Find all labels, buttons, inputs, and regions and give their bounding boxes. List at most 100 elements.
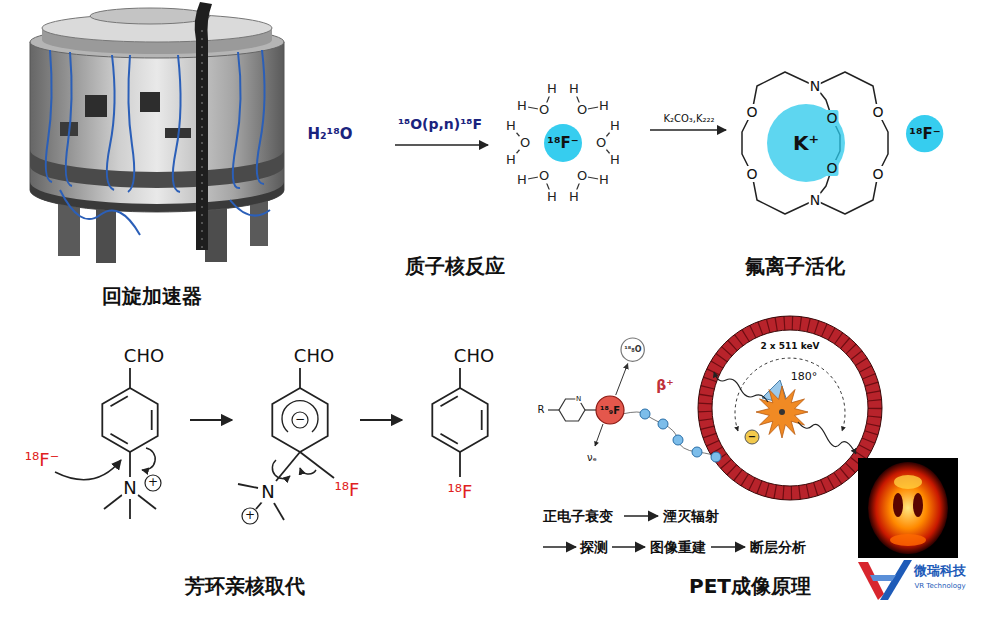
cable bbox=[257, 50, 265, 184]
node-text: ¹⁸F⁻ bbox=[909, 126, 940, 143]
reaction-arrow bbox=[395, 144, 488, 146]
ring bbox=[272, 388, 327, 452]
methyl bbox=[138, 495, 156, 509]
caption: 回旋加速器 bbox=[101, 285, 203, 308]
curved-arrow bbox=[300, 468, 316, 474]
oxygen-nucleus: ¹⁸₈O bbox=[620, 337, 645, 362]
group-label: CHO bbox=[293, 346, 335, 367]
atom: H bbox=[516, 99, 528, 114]
electron bbox=[745, 430, 759, 444]
particle-label: β⁺ bbox=[655, 377, 674, 393]
leg bbox=[96, 205, 116, 263]
atom: O bbox=[745, 166, 758, 182]
methyl bbox=[129, 499, 131, 519]
node-text: ¹⁸F⁻ bbox=[547, 135, 578, 152]
cyclotron-body bbox=[30, 42, 284, 212]
atom: O bbox=[871, 104, 884, 120]
node-text: K⁺ bbox=[793, 132, 819, 154]
fluoride-ion: ¹⁸F⁻ bbox=[905, 114, 944, 153]
atom: H bbox=[598, 99, 610, 114]
fluorobenzaldehyde bbox=[432, 368, 487, 477]
cable bbox=[66, 52, 72, 186]
node-circle bbox=[596, 396, 624, 424]
bond bbox=[459, 368, 461, 388]
watermark-logo bbox=[858, 560, 912, 600]
double-bond bbox=[481, 410, 483, 430]
atom: H bbox=[505, 153, 517, 168]
atom: H bbox=[546, 190, 558, 205]
watermark: 微瑞科技 bbox=[913, 564, 967, 579]
cable bbox=[60, 190, 140, 235]
detector-segments bbox=[705, 323, 875, 493]
atom: H bbox=[609, 153, 621, 168]
bond bbox=[300, 452, 334, 478]
cable-chain bbox=[195, 2, 212, 250]
atom: O bbox=[519, 136, 531, 151]
methyl bbox=[104, 495, 122, 509]
meisenheimer-complex bbox=[238, 368, 334, 524]
flow-arrow bbox=[711, 546, 745, 548]
charge-circle bbox=[242, 508, 258, 524]
bond bbox=[459, 452, 461, 477]
detector-ring bbox=[705, 323, 875, 493]
fluoride-ion: ¹⁸F⁻ bbox=[543, 123, 583, 163]
energy-label: 2 x 511 keV bbox=[759, 341, 820, 351]
node-text: ¹⁸₉F bbox=[600, 405, 620, 416]
neutrino-arrow bbox=[595, 424, 603, 446]
positron bbox=[673, 435, 683, 445]
atom: O bbox=[576, 169, 588, 184]
atom: O bbox=[595, 136, 607, 151]
fluorine-label: ¹⁸F bbox=[334, 480, 361, 501]
brain bbox=[868, 462, 948, 554]
group-label: CHO bbox=[123, 346, 165, 367]
charge-circle bbox=[145, 475, 161, 491]
atom: H bbox=[505, 119, 517, 134]
particle-label: νₑ bbox=[586, 452, 598, 464]
reaction-arrow bbox=[650, 129, 726, 131]
ring-edge bbox=[698, 316, 882, 500]
atom: O bbox=[538, 169, 550, 184]
band bbox=[30, 182, 284, 212]
water-bonds bbox=[511, 89, 615, 197]
charge: − bbox=[294, 413, 306, 427]
curved-arrow bbox=[272, 460, 290, 479]
angle-label: 180° bbox=[790, 371, 819, 384]
atom: O bbox=[745, 104, 758, 120]
cyclotron-photo bbox=[30, 2, 284, 263]
atom: O bbox=[825, 110, 838, 126]
bond bbox=[548, 409, 559, 410]
atom: O bbox=[871, 166, 884, 182]
node-text: ¹⁸₈O bbox=[624, 346, 641, 355]
atom: H bbox=[546, 82, 558, 97]
reactant: H₂¹⁸O bbox=[306, 126, 353, 143]
fluorine-label: ¹⁸F bbox=[447, 482, 474, 503]
ventricle bbox=[913, 493, 923, 517]
curved-arrow bbox=[55, 460, 121, 480]
fluorine-nucleus: ¹⁸₉F bbox=[595, 395, 625, 425]
decay-arrow bbox=[616, 364, 628, 395]
fluoride-label: ¹⁸F⁻ bbox=[24, 450, 60, 471]
watermark: VR Technology bbox=[913, 582, 966, 590]
node-circle bbox=[544, 124, 582, 162]
double-bond bbox=[151, 410, 153, 430]
atom: N bbox=[575, 395, 582, 403]
positron-dots bbox=[640, 409, 721, 462]
scan-background bbox=[858, 458, 958, 558]
charge: + bbox=[244, 509, 256, 523]
charge-circle bbox=[292, 412, 308, 428]
methyl bbox=[274, 503, 284, 520]
atom: N bbox=[122, 478, 137, 499]
atom: H bbox=[609, 119, 621, 134]
cables bbox=[46, 50, 270, 235]
hot-spot bbox=[890, 534, 926, 546]
charge: + bbox=[147, 476, 159, 490]
flange bbox=[90, 8, 210, 24]
bond bbox=[129, 368, 131, 388]
cryptand bbox=[742, 72, 888, 214]
atom: N bbox=[809, 192, 821, 208]
bond bbox=[299, 368, 301, 388]
cable bbox=[230, 200, 270, 216]
flow-arrow bbox=[624, 515, 658, 517]
